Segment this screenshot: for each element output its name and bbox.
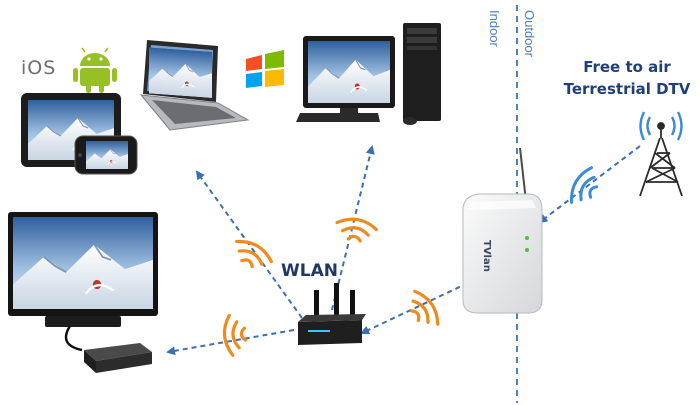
indoor-label: Indoor [487,10,502,48]
arrow-tower-to-gateway [538,145,641,224]
broadcast-wave-icon [564,162,606,211]
ios-label: iOS [21,57,56,79]
wifi-wave-icon [332,214,380,245]
gateway-brand-label: TVlan [481,240,492,272]
wifi-router [298,283,366,345]
windows-icon [246,50,284,88]
wifi-wave-icon [221,312,249,358]
lcd-tv [8,212,158,352]
android-icon [73,47,117,93]
wifi-wave-icon [228,234,277,276]
outdoor-label: Outdoor [522,10,537,58]
arrow-router-to-settopbox [166,329,295,356]
wifi-wave-icons [221,162,606,358]
dtv-gateway [462,147,543,314]
arrow-gateway-to-router [360,282,469,335]
set-top-box [84,343,152,373]
desktop-pc [296,23,441,125]
signal-arrows [166,145,641,356]
smartphone [74,135,138,175]
broadcast-tower [639,111,683,197]
laptop [139,40,250,131]
dtv-title-block: Free to air Terrestrial DTV [563,58,691,98]
arrow-router-to-tablet [195,170,303,319]
wlan-label: WLAN [281,261,338,281]
